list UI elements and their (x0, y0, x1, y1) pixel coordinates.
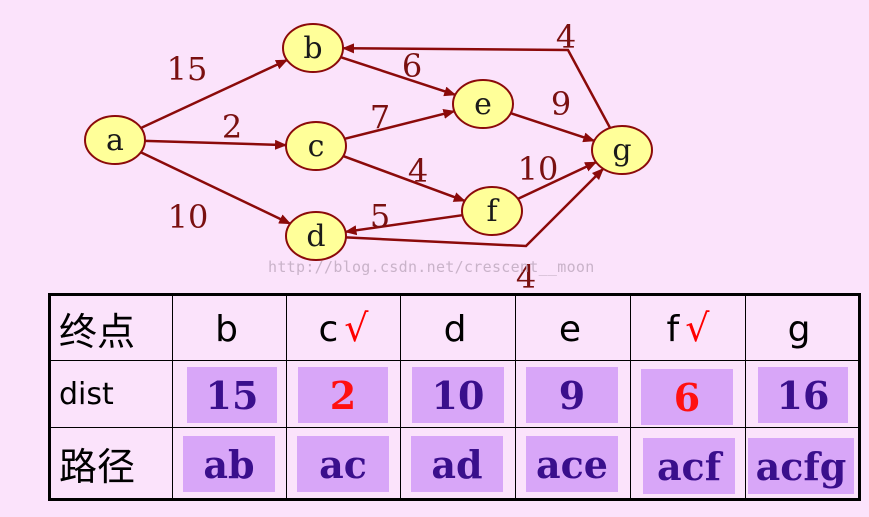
node-e (452, 79, 514, 129)
edge-b-e (340, 55, 457, 97)
edge-weight-a-d: 10 (168, 198, 209, 236)
edge-weight-a-c: 2 (222, 108, 242, 146)
dist-value-d: 10 (412, 367, 504, 423)
dist-cell-e: 9 (515, 360, 631, 428)
edge-d-g (345, 167, 605, 248)
node-d (285, 211, 347, 261)
edge-weight-g-b: 4 (556, 18, 576, 56)
endpoint-row: 终点 b c√ d e f√ g (49, 294, 860, 361)
col-head-d: d (400, 294, 516, 361)
edge-weight-e-g: 9 (551, 85, 571, 123)
edge-weight-b-e: 6 (402, 47, 422, 85)
path-value-b: ab (183, 436, 275, 492)
dist-value-b: 15 (187, 367, 277, 423)
edge-e-g (510, 111, 596, 143)
node-b (282, 23, 344, 73)
edge-c-e (344, 109, 456, 141)
path-value-g: acfg (748, 438, 854, 494)
dist-value-e: 9 (526, 367, 618, 423)
dist-cell-c: 2 (286, 360, 401, 428)
path-value-f: acf (643, 438, 735, 494)
dist-cell-g: 16 (745, 360, 860, 428)
check-mark-icon: √ (685, 306, 710, 350)
dist-value-f: 6 (641, 369, 733, 425)
path-label: 路径 (49, 427, 173, 500)
edge-weight-a-b: 15 (167, 50, 208, 88)
edge-c-f (342, 154, 466, 203)
endpoint-label: 终点 (49, 294, 173, 361)
path-value-d: ad (411, 436, 503, 492)
node-label-e: e (474, 87, 492, 122)
edge-weight-f-g: 10 (518, 150, 559, 188)
dist-cell-b: 15 (172, 360, 287, 428)
path-cell-b: ab (172, 427, 287, 500)
col-head-f: f√ (630, 294, 746, 361)
node-label-d: d (306, 219, 325, 254)
node-a (84, 115, 146, 165)
check-mark-icon: √ (344, 306, 369, 350)
node-label-f: f (486, 194, 499, 229)
col-head-b: b (172, 294, 287, 361)
edge-weight-c-e: 7 (370, 98, 390, 136)
watermark: http://blog.csdn.net/crescent__moon (268, 258, 595, 276)
shortest-path-table: 终点 b c√ d e f√ g dist 15 2 10 9 6 16 路径 … (48, 293, 861, 501)
dist-label: dist (49, 360, 173, 428)
node-label-g: g (612, 133, 631, 168)
edge-a-b (140, 58, 288, 130)
dist-value-g: 16 (758, 367, 848, 423)
path-cell-c: ac (286, 427, 401, 500)
node-g (591, 125, 653, 175)
path-cell-g: acfg (745, 427, 860, 500)
node-label-c: c (308, 129, 325, 164)
path-value-e: ace (526, 436, 618, 492)
path-cell-f: acf (630, 427, 746, 500)
node-label-b: b (303, 31, 322, 66)
edge-f-d (344, 213, 463, 236)
edge-weight-f-d: 5 (370, 197, 390, 235)
node-f (461, 186, 523, 236)
path-value-c: ac (297, 436, 389, 492)
node-label-a: a (106, 123, 124, 158)
edge-a-d (140, 151, 292, 225)
dist-row: dist 15 2 10 9 6 16 (49, 360, 860, 428)
edge-weight-d-g: 4 (516, 258, 536, 290)
dist-cell-d: 10 (400, 360, 516, 428)
node-c (285, 121, 347, 171)
col-head-g: g (745, 294, 860, 361)
path-cell-d: ad (400, 427, 516, 500)
dist-cell-f: 6 (630, 360, 746, 428)
col-head-c: c√ (286, 294, 401, 361)
edge-f-g (517, 161, 598, 200)
edge-a-c (144, 139, 288, 150)
col-head-e: e (515, 294, 631, 361)
edge-g-b (341, 43, 612, 129)
dist-value-c: 2 (298, 367, 388, 423)
path-row: 路径 ab ac ad ace acf acfg (49, 427, 860, 500)
edge-weight-c-f: 4 (408, 152, 428, 190)
path-cell-e: ace (515, 427, 631, 500)
